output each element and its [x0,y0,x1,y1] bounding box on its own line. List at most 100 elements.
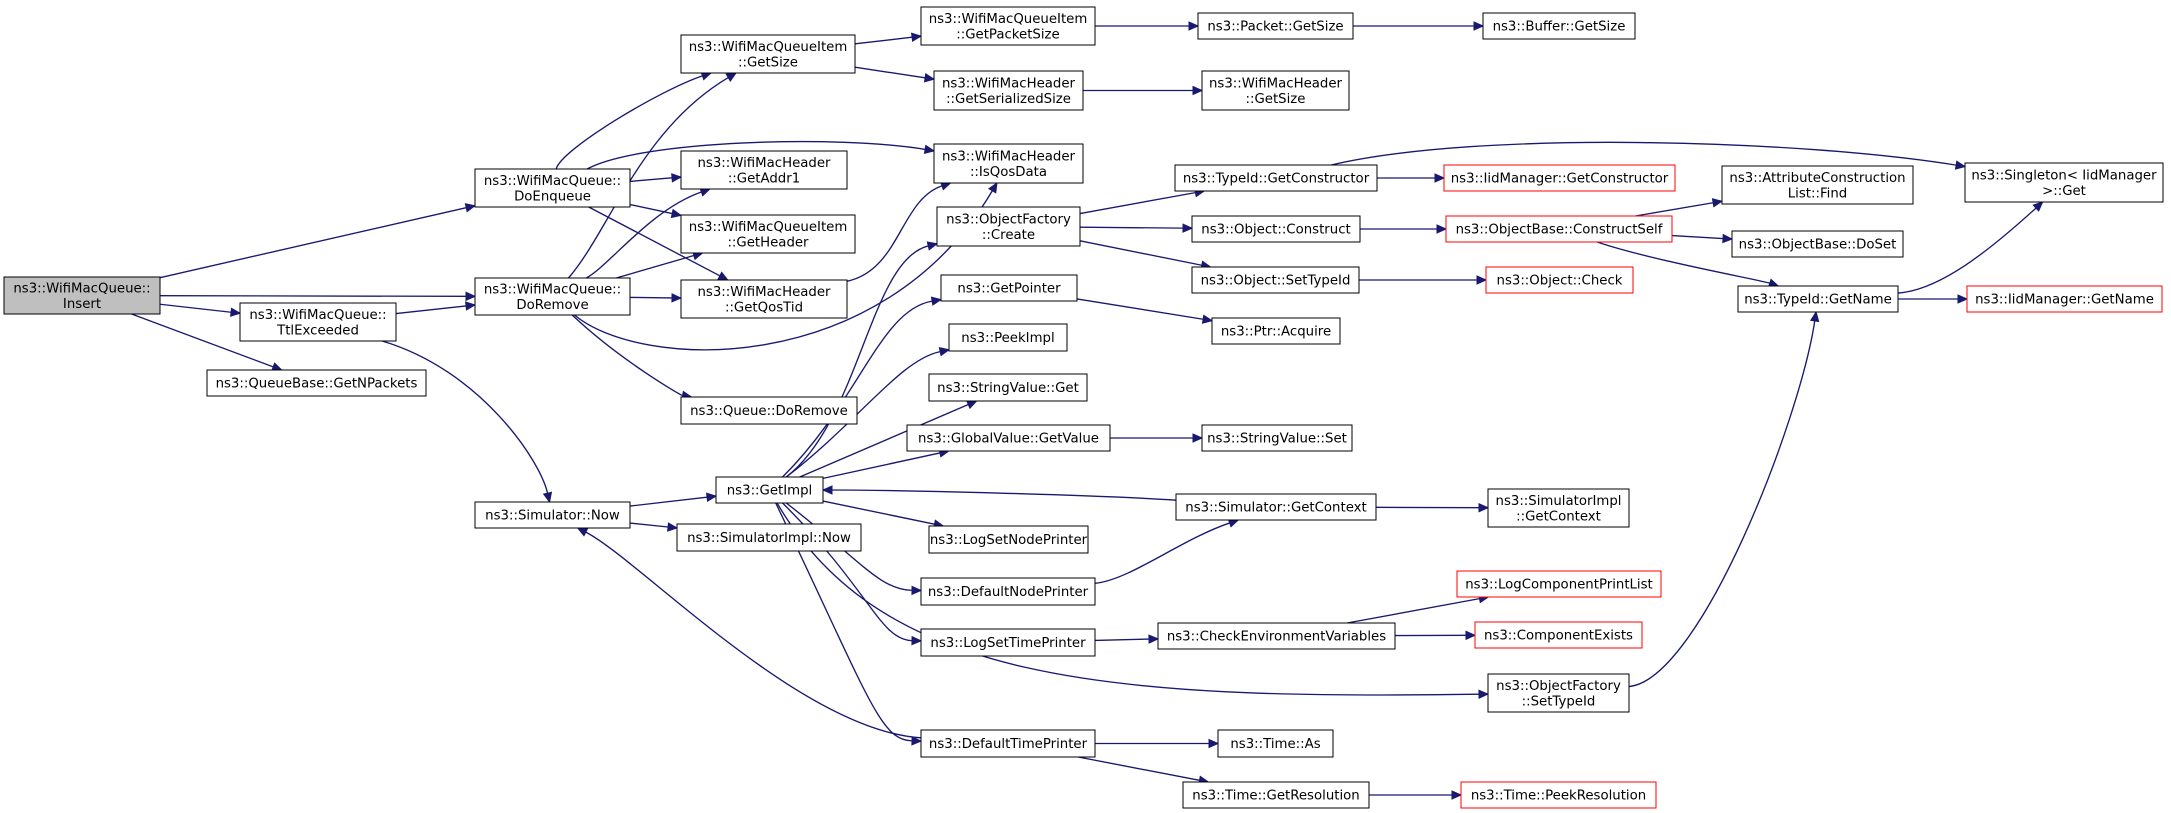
node-objSetTypeId[interactable]: ns3::Object::SetTypeId [1191,266,1360,294]
node-logCompPrintList[interactable]: ns3::LogComponentPrintList [1456,570,1662,598]
node-ofSetTypeId[interactable]: ns3::ObjectFactory::SetTypeId [1487,673,1630,713]
node-checkEnvVars[interactable]: ns3::CheckEnvironmentVariables [1157,622,1396,650]
edge-line [822,500,935,525]
edge-doRemove-to-itemGetSize [567,72,738,279]
node-itemGetHeader[interactable]: ns3::WifiMacQueueItem::GetHeader [680,214,856,254]
edge-line [1076,298,1204,320]
node-ttlExceeded[interactable]: ns3::WifiMacQueue::TtlExceeded [239,302,397,342]
node-objectCheck[interactable]: ns3::Object::Check [1485,266,1634,294]
node-iidGetConstructor[interactable]: ns3::IidManager::GetConstructor [1443,164,1676,192]
arrowhead-icon [1436,224,1448,234]
node-getQosTid[interactable]: ns3::WifiMacHeader::GetQosTid [680,279,848,319]
node-label: ns3::WifiMacHeader [697,156,831,171]
node-isQosData[interactable]: ns3::WifiMacHeader::IsQosData [933,143,1084,184]
node-insert[interactable]: ns3::WifiMacQueue::Insert [3,276,161,315]
node-logSetNodePrinter[interactable]: ns3::LogSetNodePrinter [928,525,1089,554]
node-getPointer[interactable]: ns3::GetPointer [940,274,1078,302]
node-box [920,577,1096,606]
node-getImpl[interactable]: ns3::GetImpl [715,476,824,504]
node-headerGetSize[interactable]: ns3::WifiMacHeader::GetSize [1201,70,1350,111]
node-label: ns3::GetImpl [727,484,812,499]
node-box [1487,673,1630,713]
node-objectBaseDoSet[interactable]: ns3::ObjectBase::DoSet [1731,230,1904,258]
node-packetGetSize[interactable]: ns3::Packet::GetSize [1197,12,1354,40]
edge-line [775,502,913,742]
node-label: ns3::IidManager::GetConstructor [1451,172,1669,187]
node-getAddr1[interactable]: ns3::WifiMacHeader::GetAddr1 [680,150,848,190]
arrowhead-icon [987,181,998,194]
node-timeGetResolution[interactable]: ns3::Time::GetResolution [1182,781,1370,809]
node-peekImpl[interactable]: ns3::PeekImpl [948,323,1068,352]
node-box [474,277,631,316]
node-defaultTimePrinter[interactable]: ns3::DefaultTimePrinter [920,729,1096,758]
node-simGetContext[interactable]: ns3::Simulator::GetContext [1175,493,1377,521]
node-defaultNodePrinter[interactable]: ns3::DefaultNodePrinter [920,577,1096,606]
edge-line [567,77,729,279]
node-box [1174,164,1378,192]
node-queueDoRemove[interactable]: ns3::Queue::DoRemove [680,396,858,425]
node-doRemove[interactable]: ns3::WifiMacQueue::DoRemove [474,277,631,316]
node-iidGetName[interactable]: ns3::IidManager::GetName [1966,285,2163,313]
edge-tidGetName-to-iidGetName [1898,294,1969,304]
node-ptrAcquire[interactable]: ns3::Ptr::Acquire [1211,317,1341,345]
node-label: ns3::AttributeConstruction [1729,171,1905,186]
node-box [680,214,856,254]
node-logSetTimePrinter[interactable]: ns3::LogSetTimePrinter [920,628,1096,657]
edge-line [1331,141,1957,166]
node-bufferGetSize[interactable]: ns3::Buffer::GetSize [1482,12,1636,40]
node-gvGetValue[interactable]: ns3::GlobalValue::GetValue [906,424,1111,452]
node-singletonGet[interactable]: ns3::Singleton< IidManager >::Get [1964,162,2164,203]
edge-line [629,177,673,183]
node-box [920,628,1096,657]
node-simNow[interactable]: ns3::Simulator::Now [474,501,631,529]
arrowhead-icon [1188,21,1200,31]
edge-itemGetSize-to-getPacketSize [854,32,923,45]
edge-line [381,340,549,494]
node-getSerializedSize[interactable]: ns3::WifiMacHeader::GetSerializedSize [933,70,1084,111]
node-timePeekResolution[interactable]: ns3::Time::PeekResolution [1460,781,1657,809]
arrowhead-icon [923,73,936,83]
node-simImplGetContext[interactable]: ns3::SimulatorImpl::GetContext [1487,488,1630,528]
arrowhead-icon [923,144,936,155]
node-getPacketSize[interactable]: ns3::WifiMacQueueItem::GetPacketSize [920,6,1096,46]
node-ofCreate[interactable]: ns3::ObjectFactory::Create [936,206,1081,247]
node-label: ::GetSize [738,55,798,70]
node-tidGetName[interactable]: ns3::TypeId::GetName [1737,285,1899,313]
node-box [1460,781,1657,809]
node-label: ns3::WifiMacHeader [942,149,1076,164]
node-doEnqueue[interactable]: ns3::WifiMacQueue::DoEnqueue [474,168,631,208]
arrowhead-icon [465,301,477,311]
edge-getPacketSize-to-packetGetSize [1095,21,1200,31]
node-getNPackets[interactable]: ns3::QueueBase::GetNPackets [206,369,427,397]
edge-line [785,350,941,478]
node-label: ns3::Buffer::GetSize [1493,20,1626,35]
node-objConstruct[interactable]: ns3::Object::Construct [1191,215,1361,243]
node-itemGetSize[interactable]: ns3::WifiMacQueueItem::GetSize [680,34,856,74]
node-stringValueGet[interactable]: ns3::StringValue::Get [928,373,1088,402]
node-box [239,302,397,342]
edge-objSetTypeId-to-objectCheck [1359,275,1488,285]
edge-line [629,203,673,215]
arrowhead-icon [1451,790,1463,800]
edge-line [799,403,969,478]
node-stringValueSet[interactable]: ns3::StringValue::Set [1201,424,1353,452]
node-box [936,206,1081,247]
node-label: ns3::WifiMacQueue:: [484,174,621,189]
node-timeAs[interactable]: ns3::Time::As [1217,729,1334,758]
node-label: ns3::ComponentExists [1484,629,1633,644]
node-tidGetConstructor[interactable]: ns3::TypeId::GetConstructor [1174,164,1378,192]
node-box [680,150,848,190]
node-simImplNow[interactable]: ns3::SimulatorImpl::Now [676,523,862,552]
arrowhead-icon [1465,630,1477,641]
arrowhead-icon [706,492,718,502]
edge-line [588,206,721,277]
arrowhead-icon [1192,85,1204,96]
node-constructSelf[interactable]: ns3::ObjectBase::ConstructSelf [1445,215,1673,243]
edge-doRemove-to-isQosData [574,181,998,351]
node-componentExists[interactable]: ns3::ComponentExists [1474,621,1643,649]
edge-line [1079,191,1196,215]
edge-doRemove-to-getAddr1 [585,187,712,279]
node-label: ns3::Singleton< IidManager [1971,168,2157,183]
